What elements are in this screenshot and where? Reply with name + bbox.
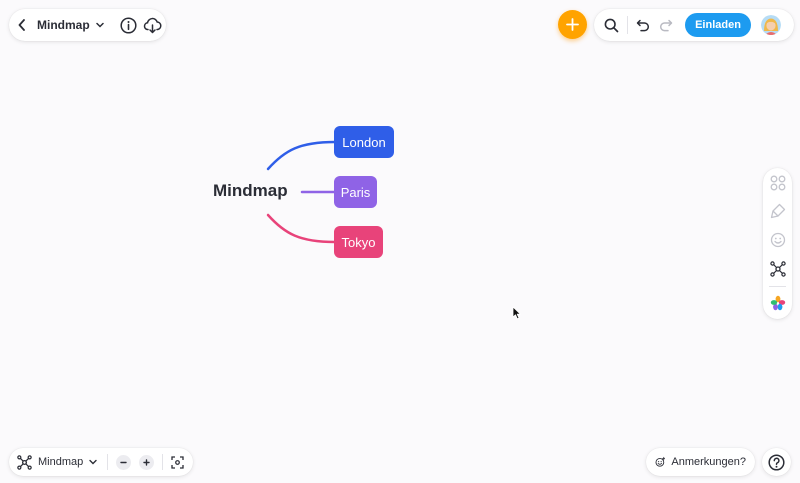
- view-menu-button[interactable]: [89, 459, 97, 465]
- info-button[interactable]: [120, 16, 137, 34]
- plus-icon: [566, 18, 579, 31]
- export-button[interactable]: [143, 17, 162, 34]
- comments-label: Anmerkungen?: [671, 456, 746, 468]
- avatar-icon: [761, 15, 781, 35]
- divider: [107, 454, 109, 470]
- branch-connector-tokyo: [266, 213, 337, 244]
- minus-icon: [120, 461, 127, 463]
- fit-screen-button[interactable]: [171, 455, 184, 469]
- mindmap-node-tokyo[interactable]: Tokyo: [334, 226, 383, 258]
- avatar[interactable]: [761, 15, 781, 35]
- comments-button[interactable]: Anmerkungen?: [646, 448, 755, 476]
- branch-connector-london: [266, 140, 337, 171]
- mindmap-node-paris[interactable]: Paris: [334, 176, 377, 208]
- divider: [627, 16, 628, 34]
- top-left-toolbar: Mindmap: [9, 9, 166, 41]
- view-structure-icon-wrap[interactable]: [17, 454, 32, 470]
- search-button[interactable]: [604, 18, 619, 33]
- info-icon: [120, 16, 137, 34]
- back-button[interactable]: [17, 19, 27, 31]
- color-palette-button[interactable]: [763, 292, 792, 314]
- redo-icon: [659, 19, 673, 31]
- palette-icon: [770, 295, 785, 311]
- divider: [769, 286, 786, 287]
- chevron-down-icon: [95, 22, 104, 28]
- add-reaction-icon: [655, 456, 666, 467]
- mindmap-structure-icon: [17, 454, 32, 470]
- chevron-left-icon: [18, 19, 25, 31]
- mindmap-root-node[interactable]: Mindmap: [213, 181, 288, 200]
- plus-icon: [143, 458, 150, 466]
- zoom-out-button[interactable]: [116, 454, 132, 470]
- bottom-left-toolbar: Mindmap: [9, 448, 193, 476]
- help-icon: [768, 453, 785, 471]
- undo-button[interactable]: [636, 19, 650, 32]
- board-menu-button[interactable]: [95, 22, 104, 28]
- help-button[interactable]: [762, 448, 791, 476]
- smiley-icon: [770, 232, 785, 248]
- structure-button[interactable]: [763, 258, 792, 280]
- fit-screen-icon: [171, 455, 184, 469]
- add-button[interactable]: [558, 10, 587, 39]
- top-right-toolbar: Einladen: [594, 9, 794, 41]
- brush-icon: [770, 203, 785, 219]
- templates-button[interactable]: [763, 172, 792, 194]
- view-selector[interactable]: Mindmap: [38, 456, 84, 468]
- templates-icon: [770, 175, 785, 191]
- redo-button[interactable]: [659, 19, 673, 32]
- zoom-in-button[interactable]: [139, 454, 155, 470]
- chevron-down-icon: [89, 459, 97, 465]
- style-button[interactable]: [763, 200, 792, 222]
- board-title[interactable]: Mindmap: [37, 18, 90, 32]
- cloud-download-icon: [143, 17, 162, 33]
- sticker-button[interactable]: [763, 229, 792, 251]
- mindmap-node-london[interactable]: London: [334, 126, 394, 158]
- undo-icon: [636, 19, 650, 31]
- mouse-cursor-icon: [512, 306, 521, 320]
- invite-button[interactable]: Einladen: [685, 13, 751, 37]
- search-icon: [604, 18, 619, 32]
- mindmap-structure-icon: [769, 261, 786, 277]
- right-toolbar: [763, 168, 792, 319]
- divider: [162, 454, 164, 470]
